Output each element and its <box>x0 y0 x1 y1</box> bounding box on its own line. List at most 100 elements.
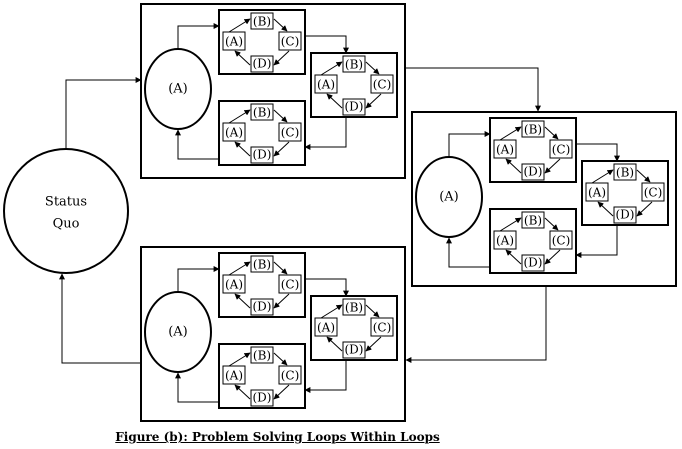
group-top-loop-bottom-arrow-da <box>234 141 251 157</box>
group-bottom-loop-bottom-box-a <box>222 365 246 385</box>
group-bottom-loop-bottom-arrow-cd <box>273 384 290 400</box>
group-right-arrow-to-ellipse <box>446 237 490 268</box>
group-top-loop-right-box-a <box>314 74 338 94</box>
group-bottom-ellipse-a-label: (A) <box>168 325 188 340</box>
group-bottom-loop-right-arrow-cd <box>365 336 382 352</box>
arrow-top-to-right-group <box>405 67 541 112</box>
group-top-loop-bottom-label-a: (A) <box>225 126 243 140</box>
group-bottom-loop-top-box-b <box>250 255 274 273</box>
group-top-loop-top-arrow-cd <box>273 50 290 66</box>
group-right-loop-bottom-frame <box>489 208 577 274</box>
group-top-loop-bottom-arrow-ab <box>228 109 251 124</box>
group-right-loop-top-arrow-cd <box>544 158 561 174</box>
group-right-ellipse-a-label: (A) <box>439 190 459 205</box>
group-bottom-loop-top-arrow-cd <box>273 293 290 309</box>
arrow-bottom-to-statusquo <box>59 273 141 364</box>
group-top-loop-bottom-box-d <box>250 146 274 164</box>
group-right-loop-bottom-box-c <box>549 230 573 250</box>
group-top-arrow-to-right <box>305 35 349 54</box>
group-right-loop-top-label-b: (B) <box>524 123 542 137</box>
group-right-loop-right-arrow-da <box>597 201 614 217</box>
group-bottom-loop-top-box-d <box>250 298 274 316</box>
group-right-outer-frame <box>411 111 677 287</box>
group-right-loop-bottom-label-c: (C) <box>552 234 571 248</box>
group-top-loop-right-label-b: (B) <box>345 58 363 72</box>
group-bottom-loop-right-frame <box>310 295 398 361</box>
group-bottom-loop-right-box-c <box>370 317 394 337</box>
group-bottom-loop-right-label-c: (C) <box>373 321 392 335</box>
group-right-loop-bottom-arrow-da <box>505 249 522 265</box>
group-bottom-loop-right-box-d <box>342 341 366 359</box>
group-bottom-loop-top-label-c: (C) <box>281 278 300 292</box>
group-top-loop-right-box-c <box>370 74 394 94</box>
group-bottom-loop-right-arrow-da <box>326 336 343 352</box>
group-right-loop-bottom-label-a: (A) <box>496 234 514 248</box>
group-right-loop-top-box-d <box>521 163 545 181</box>
group-bottom-loop-top-box-c <box>278 274 302 294</box>
group-bottom-loop-top-arrow-da <box>234 293 251 309</box>
group-top-loop-top-box-b <box>250 12 274 30</box>
group-bottom-loop-top-frame <box>218 252 306 318</box>
group-top-loop-top-arrow-ab <box>228 18 251 33</box>
status-quo-label-line2: Quo <box>53 217 80 232</box>
group-right-loop-right-box-a <box>585 182 609 202</box>
group-right-loop-right-label-b: (B) <box>616 166 634 180</box>
group-top-loop-bottom-frame <box>218 100 306 166</box>
group-top-loop-right-label-a: (A) <box>317 78 335 92</box>
group-bottom-loop-bottom-label-b: (B) <box>253 349 271 363</box>
group-right-loop-top-box-a <box>493 139 517 159</box>
group-bottom-loop-top-label-b: (B) <box>253 258 271 272</box>
group-right-loop-right-arrow-bc <box>636 169 651 183</box>
group-top-loop-top-label-b: (B) <box>253 15 271 29</box>
group-top-loop-bottom-label-c: (C) <box>281 126 300 140</box>
group-top-loop-bottom-arrow-bc <box>273 109 288 123</box>
group-top-loop-right-box-d <box>342 98 366 116</box>
group-top-loop-top-label-d: (D) <box>253 57 272 71</box>
group-bottom-arrow-to-right <box>305 278 349 297</box>
group-top-ellipse-a-label: (A) <box>168 82 188 97</box>
group-top-loop-top-label-a: (A) <box>225 35 243 49</box>
group-top-loop-bottom-box-c <box>278 122 302 142</box>
group-bottom-loop-top-arrow-ab <box>228 261 251 276</box>
figure-caption: Figure (b): Problem Solving Loops Within… <box>115 430 440 444</box>
group-top-loop-top-arrow-bc <box>273 18 288 32</box>
group-right-loop-top-box-c <box>549 139 573 159</box>
status-quo-label-line1: Status <box>45 195 87 210</box>
group-right-arrow-to-bottom <box>575 225 618 258</box>
group-bottom-outer-frame <box>140 246 406 422</box>
group-right-loop-right-box-d <box>613 206 637 224</box>
group-top-loop-bottom-box-b <box>250 103 274 121</box>
group-right-loop-right-box-c <box>641 182 665 202</box>
group-top-arrow-to-bottom <box>304 117 347 150</box>
group-right-loop-right-label-d: (D) <box>616 208 635 222</box>
group-bottom-loop-right-box-b <box>342 298 366 316</box>
group-bottom-loop-right-label-a: (A) <box>317 321 335 335</box>
group-right-loop-bottom-label-d: (D) <box>524 256 543 270</box>
group-right-loop-top-box-b <box>521 120 545 138</box>
group-top-loop-bottom-arrow-cd <box>273 141 290 157</box>
group-bottom-loop-bottom-box-b <box>250 346 274 364</box>
group-top-loop-right-arrow-cd <box>365 93 382 109</box>
group-top-loop-right-arrow-ab <box>320 61 343 76</box>
group-top-loop-top-box-d <box>250 55 274 73</box>
group-top-loop-bottom-box-a <box>222 122 246 142</box>
group-top-arrow-to-ellipse <box>175 129 219 160</box>
group-bottom-loop-top-label-d: (D) <box>253 300 272 314</box>
group-top-arrow-to-top <box>177 23 220 49</box>
group-bottom-loop-bottom-label-d: (D) <box>253 391 272 405</box>
group-right-loop-bottom-arrow-bc <box>544 217 559 231</box>
group-right-arrow-to-top <box>448 131 491 157</box>
group-bottom-loop-top-arrow-bc <box>273 261 288 275</box>
group-right-loop-bottom-box-d <box>521 254 545 272</box>
group-top-loop-right-arrow-da <box>326 93 343 109</box>
group-right-loop-right-box-b <box>613 163 637 181</box>
group-bottom-loop-bottom-arrow-bc <box>273 352 288 366</box>
group-bottom-loop-bottom-box-c <box>278 365 302 385</box>
group-top-loop-right-frame <box>310 52 398 118</box>
status-quo-circle <box>3 148 129 274</box>
group-bottom-loop-bottom-arrow-da <box>234 384 251 400</box>
group-bottom-loop-right-box-a <box>314 317 338 337</box>
group-right-loop-top-arrow-da <box>505 158 522 174</box>
group-right-loop-bottom-box-b <box>521 211 545 229</box>
